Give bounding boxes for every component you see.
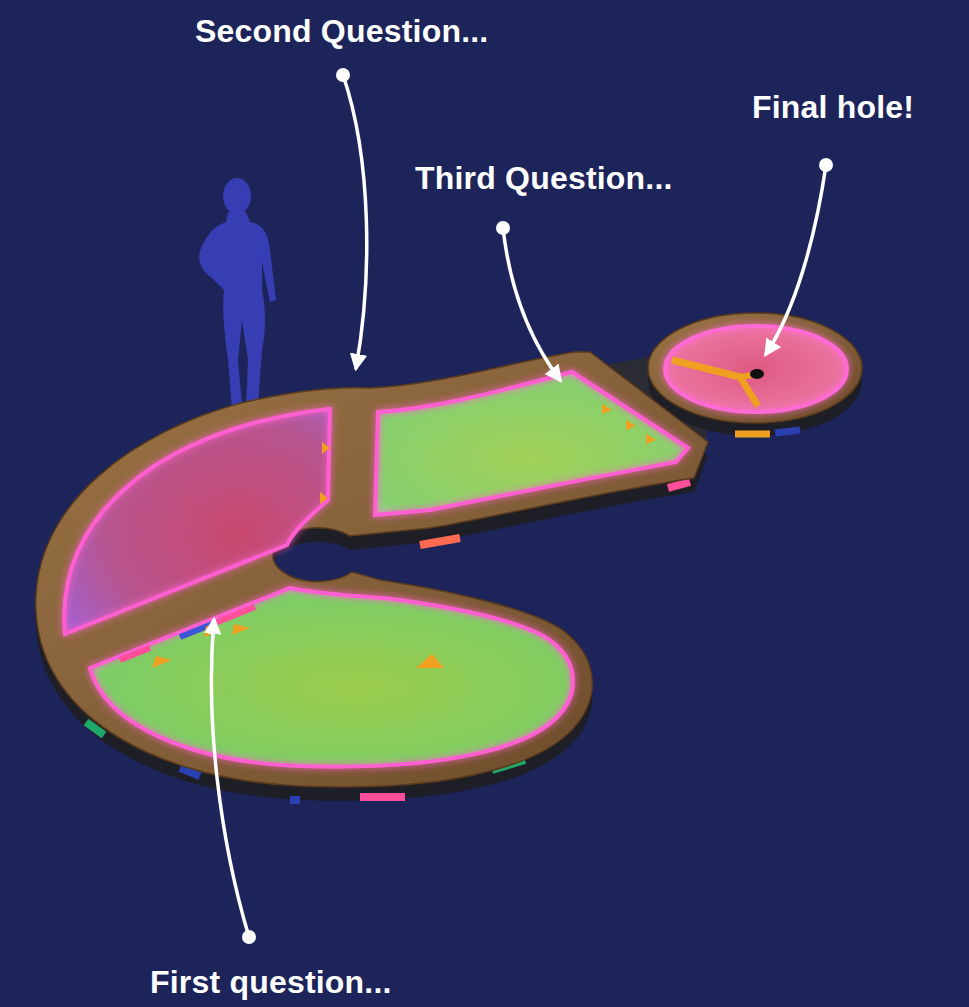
side-stripe [290,796,300,804]
leader-line [503,228,560,380]
callout-label: Second Question... [195,14,488,49]
leader-line [766,165,826,354]
callout-label: Final hole! [752,90,914,125]
obstacle-triangle [152,656,172,668]
side-stripe [775,430,800,433]
side-stripe [360,793,405,801]
leader-lines [211,75,826,937]
divider-stripe [120,648,150,660]
course-wood [36,352,708,787]
obstacle-triangle [626,420,636,430]
divider-stripe [215,607,255,623]
obstacle-triangle [320,492,328,504]
silhouette-body [199,212,276,410]
fairway-rim [90,588,573,767]
person-silhouette [199,178,276,410]
leader-line [211,620,249,937]
final-hole-green [665,326,847,412]
obstacle-triangle [322,442,330,454]
side-stripe [420,538,460,545]
leader-line [343,75,367,368]
final-hole-wood [648,313,862,423]
obstacle-triangle [232,624,250,635]
silhouette-head [223,178,251,214]
green-fairway [90,588,573,767]
guide-line [672,360,758,406]
leader-dot [496,221,510,235]
obstacle-triangle [416,654,444,668]
guide-line [740,375,752,377]
fairway-rim [375,372,688,515]
obstacle-triangle [646,434,656,444]
side-stripe [668,482,690,488]
leader-dot [242,930,256,944]
leader-dots [242,68,833,944]
callout-label: Third Question... [415,161,673,196]
leader-dot [336,68,350,82]
green-fairway [375,372,688,515]
final-hole-rim [665,326,847,412]
obstacle-triangle [602,404,612,414]
divider-stripes [120,607,255,660]
callout-label: First question... [150,965,392,1000]
obstacle-markers [152,404,656,668]
side-stripe [735,431,770,438]
cup-hole [750,369,764,379]
leader-dot [819,158,833,172]
